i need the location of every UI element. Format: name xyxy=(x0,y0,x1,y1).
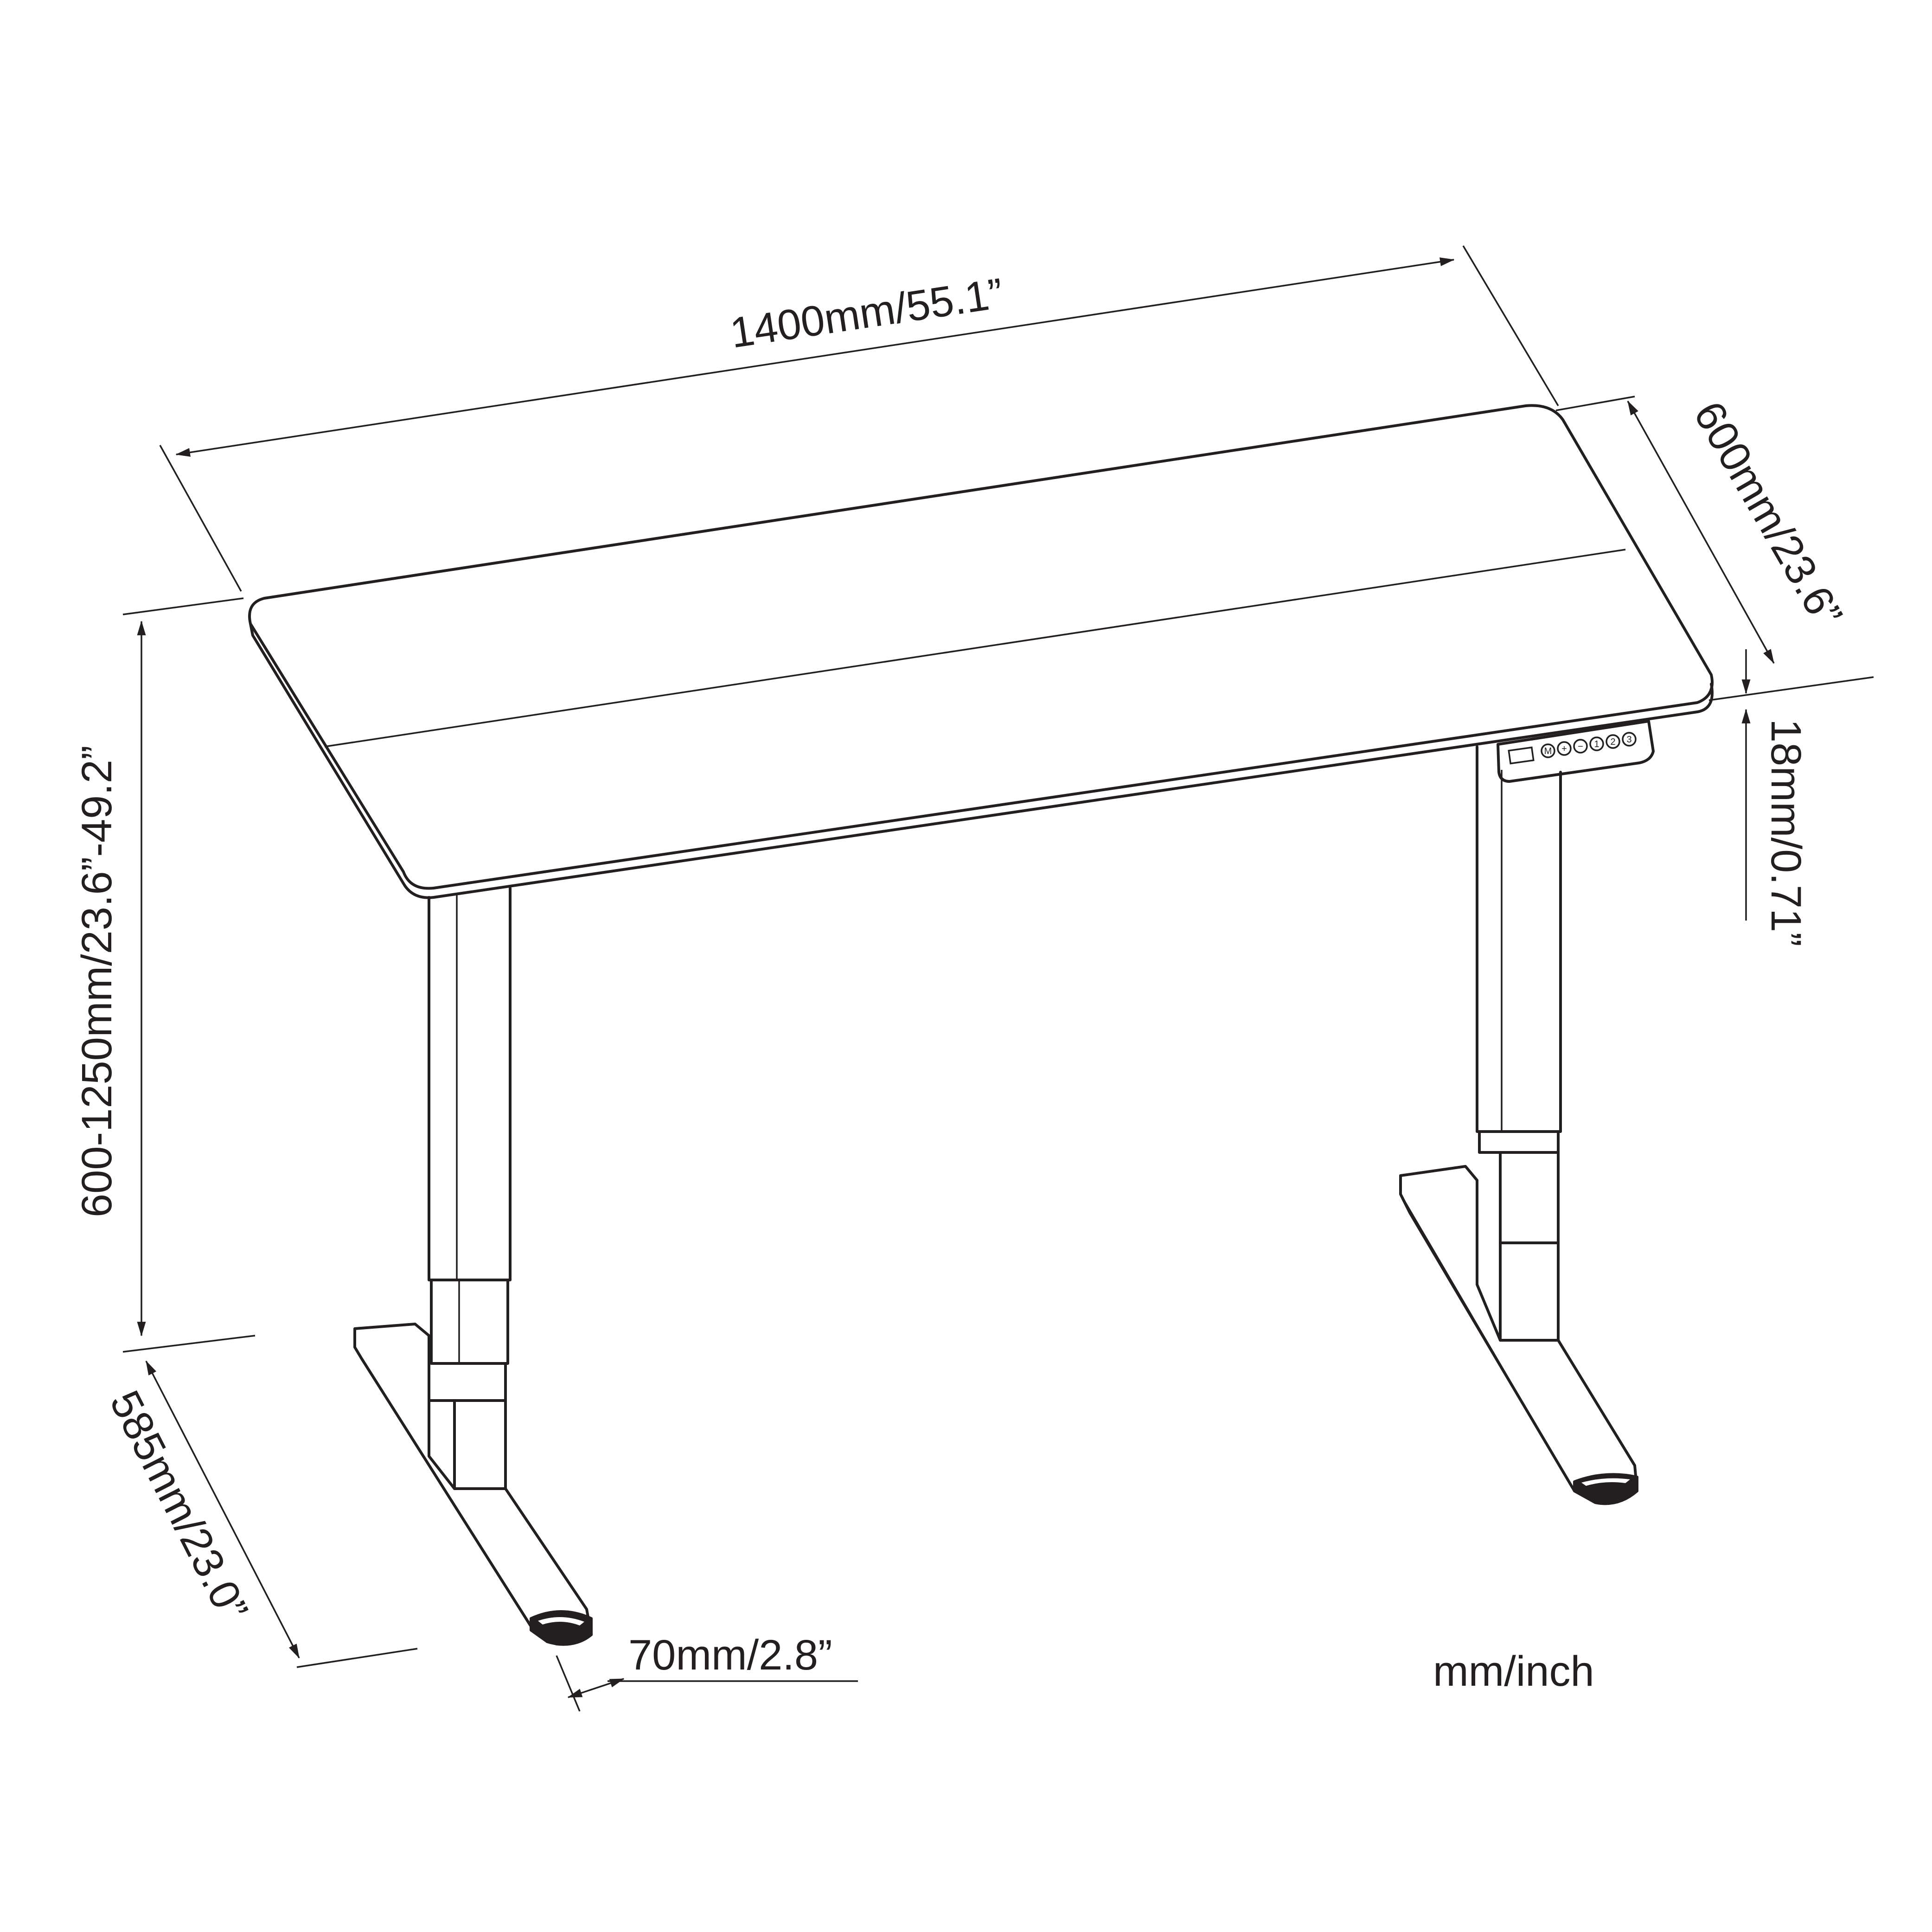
control-button xyxy=(1606,734,1620,749)
control-button xyxy=(1541,743,1555,758)
right-leg xyxy=(1399,745,1638,1505)
control-panel xyxy=(1497,720,1655,783)
width-label: 1400mm/55.1” xyxy=(727,269,1006,357)
control-button-label: − xyxy=(1578,742,1583,752)
depth-dimension-line xyxy=(1627,400,1775,664)
units-label: mm/inch xyxy=(1433,1648,1594,1695)
control-button-label: 2 xyxy=(1610,737,1615,747)
extension-lines xyxy=(122,245,1874,1712)
width-dimension-line xyxy=(175,257,1455,457)
dimension-lines xyxy=(137,257,1775,1698)
leg-width-label: 70mm/2.8” xyxy=(628,1631,832,1679)
left-leg xyxy=(353,887,593,1646)
height-label: 600-1250mm/23.6”-49.2” xyxy=(73,745,121,1217)
leg-width-dimension-line xyxy=(567,1678,625,1698)
control-button-label: + xyxy=(1561,744,1567,754)
control-button-label: 1 xyxy=(1594,739,1599,749)
control-button-label: 3 xyxy=(1626,735,1631,745)
depth-label: 600mm/23.6” xyxy=(1685,394,1851,635)
control-panel-buttons: M + − 1 2 3 xyxy=(1541,732,1637,758)
feet-label: 585mm/23.0” xyxy=(101,1383,257,1629)
control-button xyxy=(1557,741,1572,756)
display-screen xyxy=(1508,746,1535,765)
control-button xyxy=(1622,732,1637,747)
thickness-label: 18mm/0.71” xyxy=(1762,719,1810,947)
control-button-label: M xyxy=(1544,746,1552,756)
desktop xyxy=(248,404,1714,899)
feet-dimension-line xyxy=(145,1360,300,1659)
control-button xyxy=(1589,736,1604,751)
control-button xyxy=(1573,739,1588,754)
